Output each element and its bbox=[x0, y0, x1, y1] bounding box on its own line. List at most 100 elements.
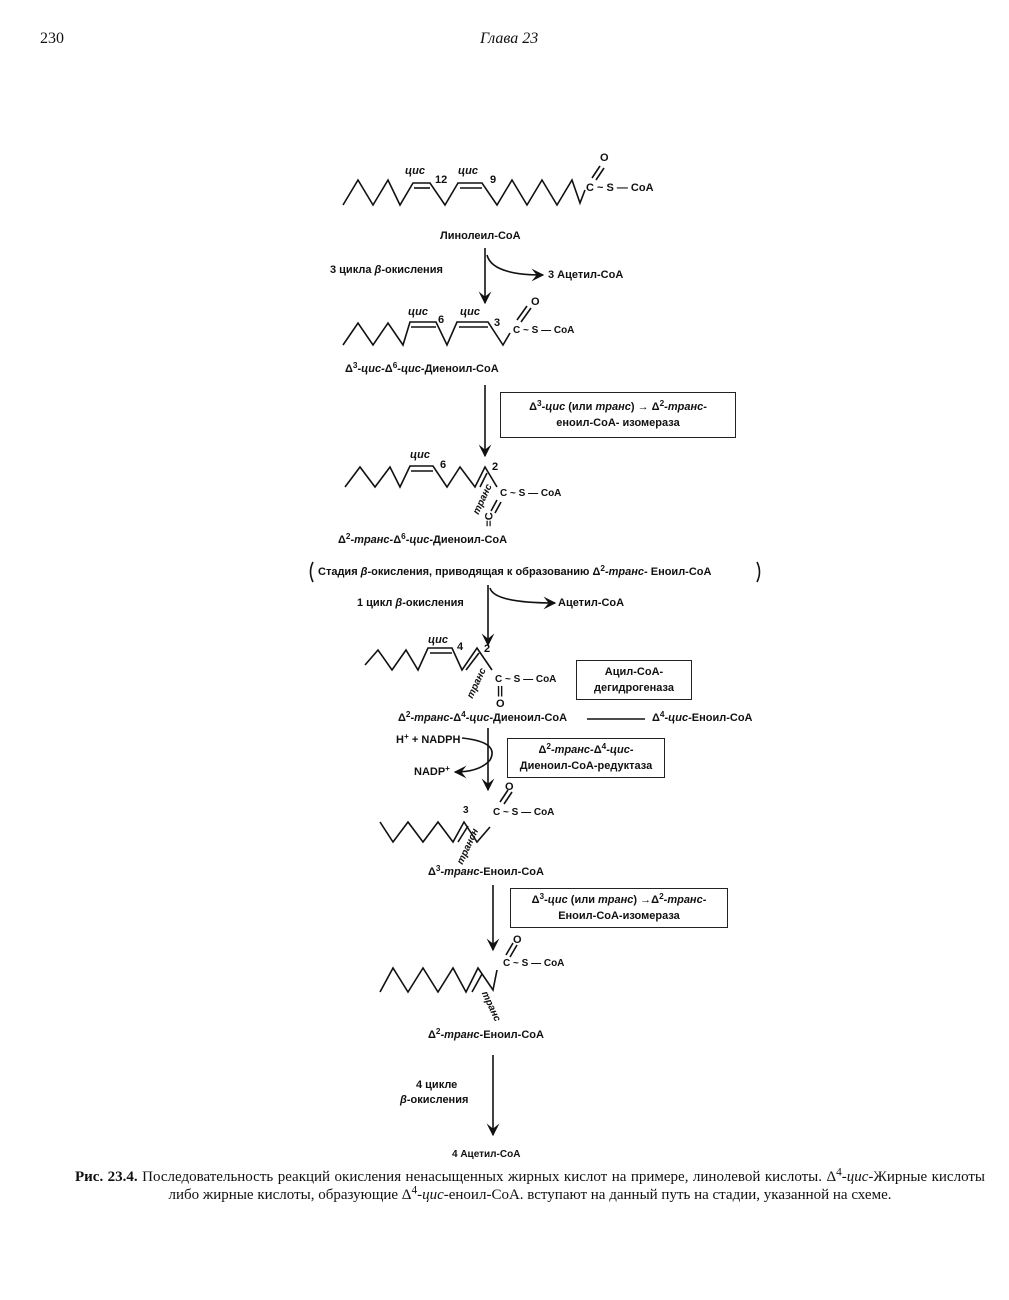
product-acetyl-coa: 3 Ацетил-СоА bbox=[548, 269, 624, 281]
text-segment: - bbox=[417, 1187, 423, 1204]
text-segment: 6 bbox=[401, 531, 406, 541]
compound-name-2t4c-dienoyl-coa: Δ2-транс-Δ4-цис-Диеноил-СоА bbox=[398, 709, 568, 724]
text-segment: Еноил-СоА bbox=[483, 866, 544, 878]
dienoyl-coa-2t4c-structure bbox=[364, 646, 493, 672]
text-segment: β bbox=[374, 264, 382, 276]
paren-right bbox=[756, 561, 761, 583]
compound-name-3c6c-dienoyl-coa: Δ3-цис-Δ6-цис-Диеноил-СоА bbox=[345, 360, 499, 375]
text-segment: 3 bbox=[539, 891, 545, 901]
text-segment: Δ bbox=[384, 363, 393, 375]
page-number: 230 bbox=[40, 30, 64, 47]
text-segment: -транс- bbox=[350, 534, 394, 546]
text-segment: 3 bbox=[537, 398, 542, 408]
text-segment: 2 bbox=[659, 398, 665, 408]
carbon-number: 2 bbox=[492, 461, 499, 473]
product-4-acetyl-coa: 4 Ацетил-СоА bbox=[452, 1149, 521, 1160]
oxygen-label: O bbox=[505, 781, 514, 793]
enzyme-box-enoyl-isomerase: Δ3-цис (или транс) →Δ2-транс- Еноил-СоА-… bbox=[510, 888, 728, 928]
thioester-label: C ~ S — CoA bbox=[493, 807, 555, 818]
text-segment: -цис- bbox=[664, 712, 692, 724]
text-segment: цис bbox=[846, 1169, 869, 1185]
text-segment: 4 bbox=[659, 709, 665, 719]
cis-label: цис bbox=[408, 306, 428, 318]
carbon-number: 12 bbox=[435, 174, 448, 186]
thioester-label: C ~ S — CoA bbox=[495, 674, 557, 685]
text-segment: Δ bbox=[398, 712, 406, 724]
enzyme-name-line2: дегидрогеназа bbox=[594, 682, 674, 694]
enzyme-name-line1: Δ2-транс-Δ4-цис- bbox=[508, 742, 664, 759]
text-segment: Δ bbox=[393, 534, 402, 546]
text-segment: 2 bbox=[345, 531, 351, 541]
step-label-beta-oxidation: β-окисления bbox=[400, 1095, 468, 1106]
oxygen-label: O bbox=[531, 296, 540, 308]
enzyme-box-acyl-coa-dehydrogenase: Ацил-СоА- дегидрогеназа bbox=[576, 660, 692, 700]
text-segment: (или bbox=[565, 400, 596, 413]
text-segment: -окисления, приводящая к образованию Δ bbox=[367, 566, 601, 578]
text-segment: 3 bbox=[435, 863, 441, 873]
text-segment: -окисления bbox=[381, 264, 443, 276]
text-segment: -цис- bbox=[397, 363, 425, 375]
text-segment: Δ bbox=[652, 712, 660, 724]
dienoyl-coa-3c6c-structure bbox=[342, 305, 532, 347]
cofactor-nadph: H+ + NADPH bbox=[396, 732, 460, 746]
text-segment: Последовательность реакций окисления нен… bbox=[137, 1169, 837, 1185]
text-segment: -еноил-СоА. вступают на данный путь на с… bbox=[443, 1187, 892, 1204]
cofactor-nadp: NADP+ bbox=[414, 763, 450, 778]
text-segment: 4 bbox=[601, 741, 607, 751]
text-segment: - bbox=[841, 1169, 847, 1185]
arrow-acetyl-coa-2 bbox=[489, 587, 557, 610]
text-segment: + bbox=[445, 763, 450, 773]
text-segment: Диеноил-СоА bbox=[493, 712, 568, 724]
enzyme-name-line1: Δ3-цис (или транс) → Δ2-транс- bbox=[501, 399, 735, 416]
carbon-number: 3 bbox=[494, 317, 501, 329]
carbon-number: 6 bbox=[438, 314, 445, 326]
step-label-4-cycles: 4 цикле bbox=[416, 1079, 458, 1091]
text-segment: 1 цикл bbox=[357, 597, 396, 609]
text-segment: Стадия bbox=[318, 566, 361, 578]
text-segment: -цис- bbox=[606, 743, 634, 756]
beta-oxidation-stage-note: Стадия β-окисления, приводящая к образов… bbox=[318, 563, 711, 578]
figure-caption: Рис. 23.4. Последовательность реакций ок… bbox=[75, 1166, 986, 1205]
enoyl-coa-3t-structure bbox=[379, 789, 513, 844]
thioester-label: C ~ S — CoA bbox=[586, 182, 654, 194]
paren-left bbox=[309, 561, 314, 583]
text-segment: (или bbox=[567, 893, 599, 906]
text-segment: -Жирные кислоты либо жирные кислоты, обр… bbox=[168, 1169, 986, 1204]
text-segment: транс bbox=[595, 400, 631, 413]
text-segment: -цис- bbox=[357, 363, 385, 375]
oxygen-label: =C bbox=[483, 512, 496, 527]
enzyme-name-line2: Еноил-СоА-изомераза bbox=[558, 910, 680, 922]
text-segment: -транс- bbox=[604, 566, 648, 578]
carbon-number: 6 bbox=[440, 459, 447, 471]
text-segment: 2 bbox=[600, 563, 605, 573]
compound-name-3t-enoyl-coa: Δ3-транс-Еноил-СоА bbox=[428, 863, 544, 878]
text-segment: 3 bbox=[352, 360, 358, 370]
enoyl-coa-2t-structure bbox=[379, 942, 518, 994]
enzyme-name-line2: еноил-СоА- изомераза bbox=[556, 417, 680, 429]
text-segment: ) → Δ bbox=[630, 400, 660, 413]
arrow-acetyl-coa-1 bbox=[486, 254, 545, 282]
enzyme-name-line1: Ацил-СоА- bbox=[604, 665, 664, 678]
text-segment: Δ bbox=[531, 893, 540, 906]
oxygen-label: O bbox=[496, 698, 505, 710]
enzyme-box-reductase: Δ2-транс-Δ4-цис- Диеноил-СоА-редуктаза bbox=[507, 738, 665, 778]
text-segment: -транс- bbox=[440, 1029, 484, 1041]
text-segment: 4 bbox=[836, 1166, 842, 1179]
text-segment: Δ bbox=[529, 400, 537, 413]
text-segment: 2 bbox=[405, 709, 411, 719]
product-acetyl-coa: Ацетил-СоА bbox=[558, 597, 625, 609]
chapter-title: Глава 23 bbox=[480, 30, 539, 47]
text-segment: β bbox=[360, 566, 368, 578]
text-segment: 2 bbox=[659, 891, 664, 901]
text-segment: -транс- bbox=[440, 866, 484, 878]
thioester-label: C ~ S — CoA bbox=[500, 488, 562, 499]
carbon-number: 3 bbox=[463, 805, 469, 816]
text-segment: -окисления bbox=[402, 597, 464, 609]
double-bond-mark: || bbox=[497, 685, 504, 697]
cis-label: цис bbox=[410, 449, 430, 461]
text-segment: 2 bbox=[546, 741, 551, 751]
text-segment: Еноил-СоА bbox=[483, 1029, 544, 1041]
text-segment: H bbox=[396, 734, 404, 746]
enzyme-name-line2: Диеноил-СоА-редуктаза bbox=[519, 760, 653, 772]
